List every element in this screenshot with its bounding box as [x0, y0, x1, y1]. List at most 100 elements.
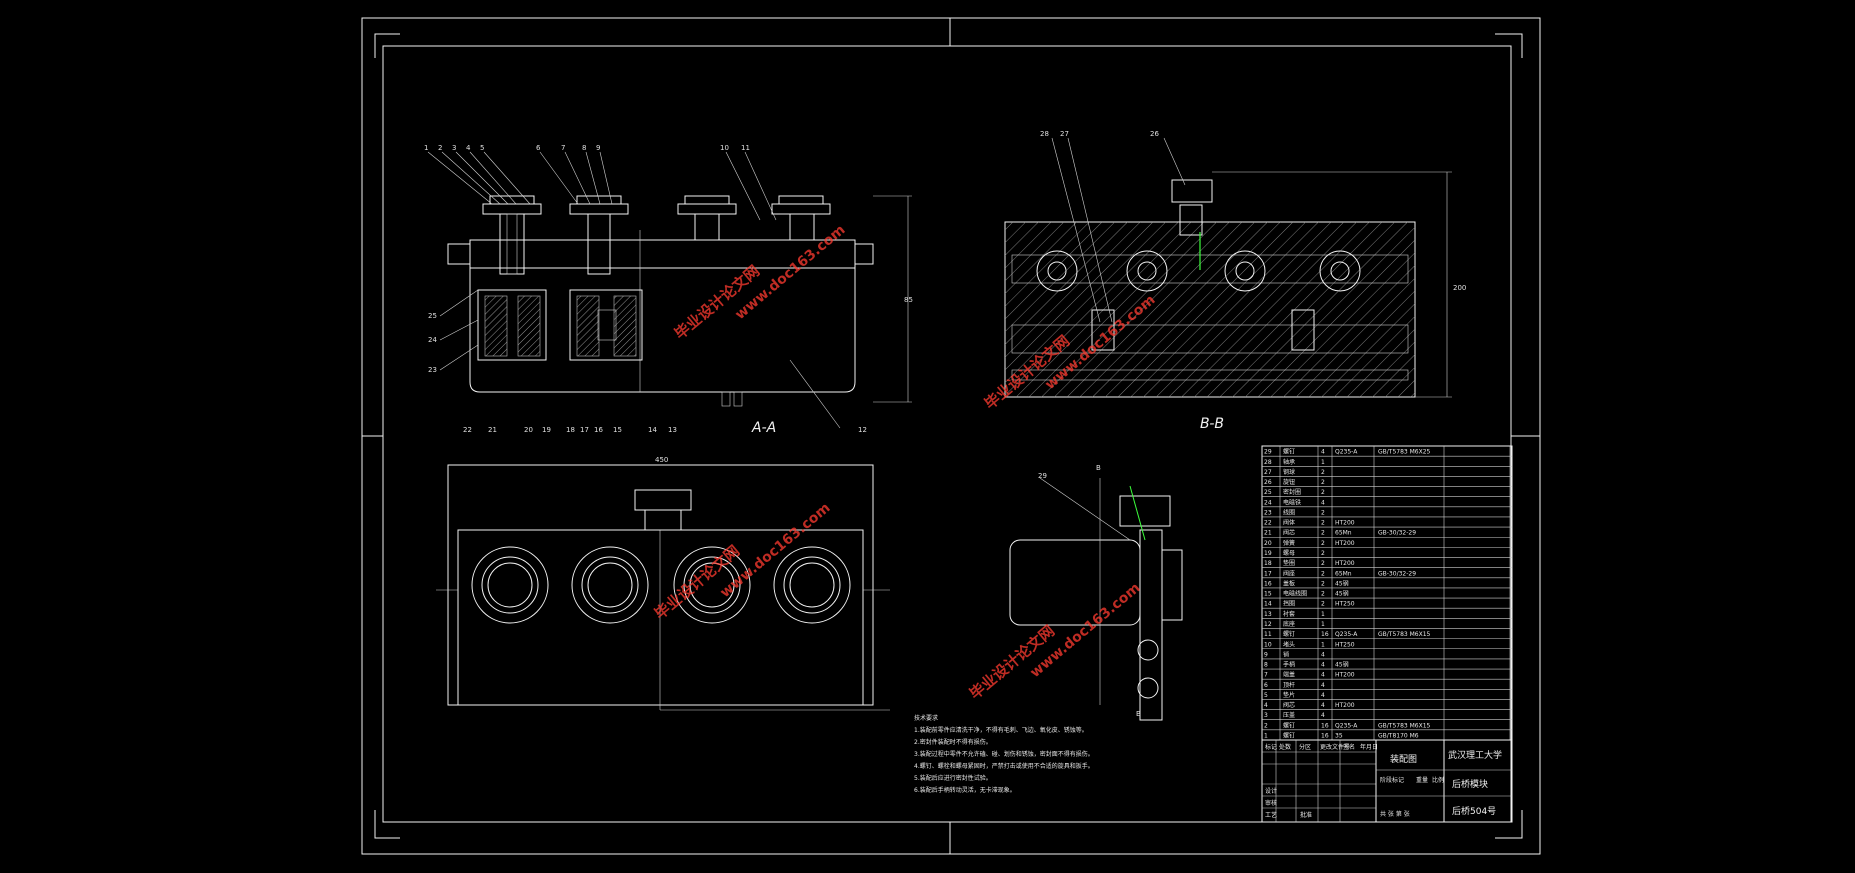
- sheet-frame: [361, 17, 1541, 855]
- parts-cell: 18: [1264, 560, 1272, 567]
- parts-cell: 螺钉: [1283, 630, 1295, 638]
- parts-cell: HT250: [1335, 641, 1355, 648]
- parts-cell: HT250: [1335, 601, 1355, 608]
- parts-cell: 27: [1264, 469, 1272, 476]
- parts-cell: 2: [1321, 540, 1325, 547]
- parts-cell: 4: [1321, 449, 1325, 456]
- parts-cell: GB-30/32-29: [1378, 570, 1416, 577]
- parts-cell: 旋钮: [1283, 478, 1295, 486]
- parts-cell: 阀芯: [1283, 701, 1295, 709]
- front-view: 450: [436, 456, 890, 711]
- tb-header-1: 处数: [1279, 743, 1291, 751]
- parts-cell: 24: [1264, 499, 1272, 506]
- parts-cell: 2: [1321, 570, 1325, 577]
- parts-cell: 4: [1321, 672, 1325, 679]
- parts-cell: 2: [1321, 560, 1325, 567]
- parts-cell: 25: [1264, 489, 1272, 496]
- title-block: 标记 处数 分区 更改文件号 签名 年月日 设计 审核 工艺 批准 阶段标记 重…: [1262, 739, 1512, 822]
- technical-notes: 技术要求 1.装配前零件应清洗干净，不得有毛刺、飞边、氧化皮、锈蚀等。 2.密封…: [914, 714, 1094, 794]
- parts-cell: 2: [1321, 479, 1325, 486]
- aa-label-8: 8: [582, 144, 586, 152]
- parts-cell: 45钢: [1335, 579, 1349, 587]
- parts-cell: Q235-A: [1335, 631, 1358, 638]
- parts-cell: 衬套: [1283, 610, 1295, 618]
- tb-header-3: 更改文件号: [1320, 743, 1350, 751]
- parts-cell: 垫片: [1283, 691, 1295, 699]
- parts-cell: 17: [1264, 570, 1272, 577]
- parts-cell: 2: [1321, 469, 1325, 476]
- aa-label-16: 16: [594, 426, 603, 434]
- parts-cell: 1: [1321, 611, 1325, 618]
- parts-cell: 螺钉: [1283, 448, 1295, 456]
- aa-label-23: 23: [428, 366, 437, 374]
- parts-cell: 阀座: [1283, 569, 1295, 577]
- parts-cell: HT200: [1335, 560, 1355, 567]
- parts-cell: 电磁线圈: [1283, 590, 1307, 598]
- aa-label-15: 15: [613, 426, 622, 434]
- parts-cell: 2: [1321, 591, 1325, 598]
- aa-label-10: 10: [720, 144, 729, 152]
- parts-cell: 1: [1321, 459, 1325, 466]
- front-width-dimension: 450: [655, 456, 668, 464]
- parts-cell: 2: [1264, 722, 1268, 729]
- aa-label-9: 9: [596, 144, 600, 152]
- parts-cell: 销: [1283, 650, 1289, 658]
- parts-cell: 16: [1321, 631, 1329, 638]
- parts-cell: 阀芯: [1283, 529, 1295, 537]
- parts-cell: 16: [1321, 722, 1329, 729]
- parts-cell: 螺钉: [1283, 721, 1295, 729]
- parts-cell: 10: [1264, 641, 1272, 648]
- parts-cell: 2: [1321, 580, 1325, 587]
- section-bb-view: 200 28 27 26 B-B: [1004, 130, 1466, 432]
- aa-valve-4: [771, 195, 831, 241]
- parts-cell: GB/T5783 M6X25: [1378, 449, 1431, 456]
- bb-label-27: 27: [1060, 130, 1069, 138]
- tb-row-approve: 批准: [1300, 811, 1312, 819]
- parts-cell: Q235-A: [1335, 449, 1358, 456]
- parts-cell: 11: [1264, 631, 1272, 638]
- parts-cell: 盖板: [1283, 579, 1295, 587]
- tb-sheet: 共 张 第 张: [1380, 810, 1410, 818]
- parts-cell: 29: [1264, 449, 1272, 456]
- aa-label-17: 17: [580, 426, 589, 434]
- side-mark-bottom: B: [1136, 710, 1141, 718]
- parts-cell: GB/T8170 M6: [1378, 733, 1419, 740]
- tb-drawing-name: 后桥模块: [1452, 778, 1488, 790]
- bb-label-28: 28: [1040, 130, 1049, 138]
- parts-cell: 45钢: [1335, 590, 1349, 598]
- parts-cell: GB/T5783 M6X15: [1378, 722, 1431, 729]
- parts-cell: 16: [1321, 733, 1329, 740]
- section-aa-view: 85 1 2 3 4 5 6 7 8 9 10 11 25 24 23 22 2…: [424, 144, 913, 436]
- tb-stage: 阶段标记: [1380, 776, 1404, 784]
- parts-cell: 阀体: [1283, 519, 1295, 527]
- aa-label-2: 2: [438, 144, 442, 152]
- parts-cell: 26: [1264, 479, 1272, 486]
- aa-label-20: 20: [524, 426, 533, 434]
- note-4: 4.螺钉、螺栓和螺母紧固时，严禁打击或使用不合适的旋具和扳手。: [914, 762, 1094, 770]
- parts-cell: 9: [1264, 651, 1268, 658]
- parts-cell: 13: [1264, 611, 1272, 618]
- aa-label-6: 6: [536, 144, 541, 152]
- parts-cell: 4: [1321, 702, 1325, 709]
- parts-cell: HT200: [1335, 540, 1355, 547]
- parts-cell: 14: [1264, 601, 1272, 608]
- parts-cell: 压盖: [1283, 711, 1295, 719]
- parts-cell: GB-30/32-29: [1378, 530, 1416, 537]
- tb-header-2: 分区: [1299, 743, 1311, 751]
- parts-cell: 螺母: [1283, 549, 1295, 557]
- parts-cell: 2: [1321, 489, 1325, 496]
- parts-cell: 35: [1335, 733, 1343, 740]
- parts-cell: 底座: [1283, 620, 1295, 628]
- aa-label-25: 25: [428, 312, 437, 320]
- parts-cell: 堵头: [1283, 640, 1295, 648]
- bb-label-26: 26: [1150, 130, 1159, 138]
- parts-cell: HT200: [1335, 702, 1355, 709]
- tb-university: 武汉理工大学: [1448, 749, 1502, 761]
- section-aa-title: A-A: [751, 420, 776, 436]
- note-6: 6.装配后手柄转动灵活，无卡滞现象。: [914, 786, 1016, 794]
- tb-row-review: 审核: [1265, 799, 1277, 807]
- parts-cell: 螺钉: [1283, 732, 1295, 740]
- parts-cell: 手柄: [1283, 661, 1295, 669]
